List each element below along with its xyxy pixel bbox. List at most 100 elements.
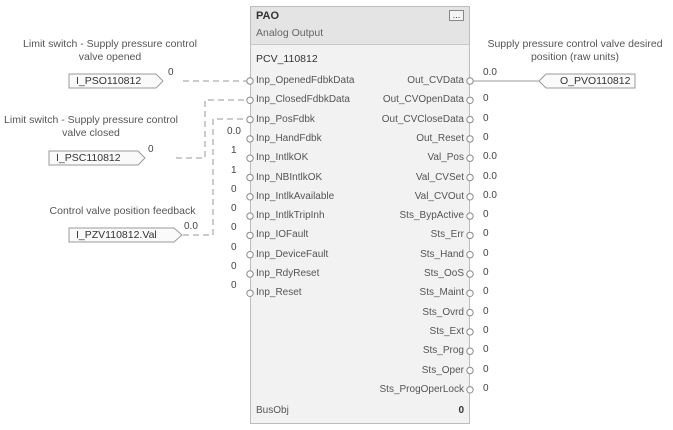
block-header: PAO Analog Output ... <box>251 7 469 45</box>
output-pin-marker[interactable] <box>466 115 474 124</box>
output-pin-label: Val_CVOut <box>414 190 464 202</box>
output-pin-marker[interactable] <box>466 289 474 297</box>
block-type: PAO <box>256 10 280 22</box>
output-pin-label: Sts_Ext <box>429 325 464 337</box>
output-pin-marker[interactable] <box>466 193 474 201</box>
output-pin-value: 0.0 <box>483 67 497 78</box>
output-pin-value: 0 <box>483 344 489 356</box>
input-pin-value: 0 <box>231 222 237 234</box>
output-pin-label: Sts_OoS <box>423 268 464 279</box>
wire-value: 0 <box>148 144 154 155</box>
output-pin-label: Sts_BypActive <box>399 210 464 222</box>
output-pin-value: 0 <box>483 363 489 375</box>
output-pin-label: Sts_Oper <box>421 364 464 376</box>
output-pin-label: Val_Pos <box>427 152 464 164</box>
busobj-value: 0 <box>458 405 464 416</box>
output-pin-value: 0.0 <box>483 170 497 182</box>
input-pin-label: Inp_ClosedFdbkData <box>256 94 350 106</box>
output-reference-pvo[interactable]: O_PVO110812 <box>538 73 636 89</box>
output-pin-value: 0 <box>483 247 489 259</box>
input-pin-value: 0.0 <box>227 125 241 137</box>
output-pin-label: Out_Reset <box>416 132 464 144</box>
block-description: Analog Output <box>256 27 324 39</box>
output-pin-marker[interactable] <box>466 270 474 278</box>
output-pin-label: Val_CVSet <box>415 171 464 183</box>
input-pin-marker[interactable] <box>246 231 254 240</box>
input-reference-psc[interactable]: I_PSC110812 <box>48 150 146 166</box>
output-pin-label: Sts_Ovrd <box>422 306 464 318</box>
output-pin-marker[interactable] <box>466 96 474 105</box>
input-pin-marker[interactable] <box>246 173 254 182</box>
output-pin-value: 0 <box>483 267 489 278</box>
input-pin-value: 0 <box>231 203 237 215</box>
input-reference-pso[interactable]: I_PSO110812 <box>68 73 164 89</box>
output-pin-marker[interactable] <box>466 135 474 143</box>
output-pin-marker[interactable] <box>466 212 474 220</box>
output-pin-value: 0 <box>483 286 489 298</box>
output-pin-label: Out_CVData <box>407 75 464 86</box>
input-pin-marker[interactable] <box>246 154 254 162</box>
input-pin-marker[interactable] <box>246 270 254 278</box>
wire-value: 0 <box>168 67 174 78</box>
input-pin-marker[interactable] <box>246 193 254 201</box>
input-pin-label: Inp_IntlkAvailable <box>256 190 335 202</box>
output-pin-value: 0 <box>483 131 489 143</box>
output-pin-label: Sts_Maint <box>419 287 464 299</box>
input-pin-label: Inp_IntlkTripInh <box>256 210 325 222</box>
ref-description: Supply pressure control valve desired po… <box>487 38 663 63</box>
output-reference-tag: O_PVO110812 <box>560 75 631 87</box>
input-reference-tag: I_PSC110812 <box>56 152 121 164</box>
output-pin-label: Out_CVCloseData <box>381 113 464 125</box>
input-pin-label: Inp_Reset <box>256 287 302 299</box>
wire-value: 0.0 <box>184 221 198 232</box>
input-pin-label: Inp_IntlkOK <box>256 152 309 164</box>
output-pin-value: 0 <box>483 112 489 124</box>
input-pin-label: Inp_PosFdbk <box>256 113 315 125</box>
input-pin-label: Inp_NBIntlkOK <box>256 171 323 183</box>
properties-button[interactable]: ... <box>449 10 464 21</box>
output-pin-value: 0 <box>483 228 489 240</box>
output-pin-marker[interactable] <box>466 231 474 240</box>
input-pin-marker[interactable] <box>246 115 254 124</box>
input-pin-marker[interactable] <box>246 251 254 259</box>
output-pin-marker[interactable] <box>466 347 474 355</box>
output-pin-marker[interactable] <box>466 173 474 182</box>
input-pin-value: 0 <box>231 280 237 292</box>
output-pin-value: 0 <box>483 93 489 105</box>
output-pin-value: 0.0 <box>483 189 497 201</box>
output-pin-marker[interactable] <box>466 366 474 375</box>
output-pin-value: 0 <box>483 209 489 221</box>
ref-description: Limit switch - Supply pressure control v… <box>23 38 197 63</box>
input-pin-label: Inp_RdyReset <box>256 268 320 279</box>
output-pin-label: Out_CVOpenData <box>382 94 464 106</box>
output-pin-label: Sts_ProgOperLock <box>379 383 465 395</box>
output-pin-marker[interactable] <box>466 154 474 162</box>
output-pin-marker[interactable] <box>466 328 474 336</box>
output-pin-marker[interactable] <box>466 77 474 85</box>
input-pin-marker[interactable] <box>246 212 254 220</box>
wire-pzv-posfdbk <box>183 118 250 236</box>
busobj-label: BusObj <box>256 405 289 416</box>
output-pin-marker[interactable] <box>466 308 474 317</box>
input-reference-pzv[interactable]: I_PZV110812.Val <box>68 227 183 243</box>
input-pin-value: 0 <box>231 241 237 253</box>
output-pin-marker[interactable] <box>466 386 474 394</box>
block-tag: PCV_110812 <box>256 53 318 65</box>
output-pin-value: 0 <box>483 382 489 394</box>
input-pin-label: Inp_DeviceFault <box>256 248 329 260</box>
input-pin-value: 1 <box>231 164 237 176</box>
input-pin-marker[interactable] <box>246 77 254 85</box>
pao-function-block[interactable]: PAO Analog Output ... PCV_110812 BusObj … <box>250 6 470 424</box>
output-pin-label: Sts_Err <box>430 229 464 241</box>
output-pin-marker[interactable] <box>466 251 474 259</box>
output-pin-value: 0 <box>483 305 489 317</box>
input-pin-marker[interactable] <box>246 289 254 297</box>
ref-description: Control valve position feedback <box>49 205 196 217</box>
input-pin-label: Inp_OpenedFdbkData <box>256 75 355 86</box>
input-pin-marker[interactable] <box>246 135 254 143</box>
input-pin-value: 1 <box>231 145 237 157</box>
wire-psc-closed <box>176 99 250 159</box>
ref-description: Limit switch - Supply pressure control v… <box>4 114 178 139</box>
input-pin-marker[interactable] <box>246 96 254 105</box>
